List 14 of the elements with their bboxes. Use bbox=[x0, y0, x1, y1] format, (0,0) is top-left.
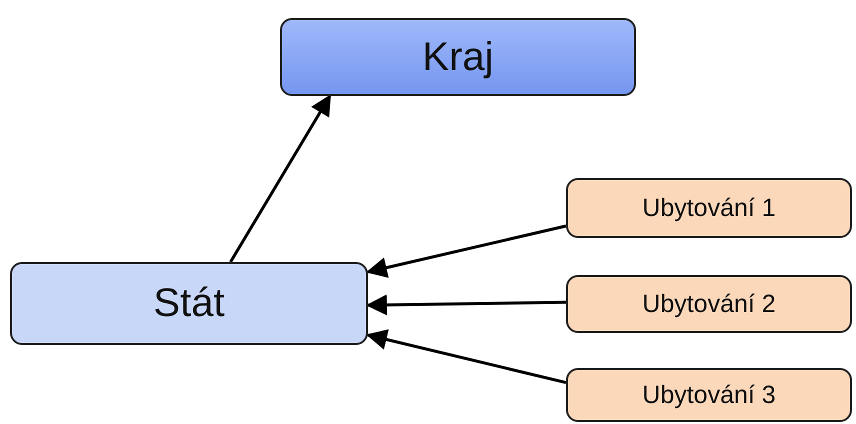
entity-box bbox=[280, 18, 636, 96]
entity-box bbox=[10, 262, 368, 345]
arrow bbox=[366, 224, 566, 278]
box-label: Stát bbox=[153, 281, 225, 326]
box-label: Ubytování 2 bbox=[642, 290, 776, 318]
box-label: Ubytování 1 bbox=[642, 194, 776, 222]
entity-box bbox=[566, 178, 852, 238]
arrow bbox=[366, 329, 566, 384]
entity-box bbox=[566, 275, 852, 333]
arrow bbox=[229, 94, 332, 263]
arrow bbox=[366, 294, 566, 316]
box-label: Ubytování 3 bbox=[642, 380, 776, 410]
box-label: Kraj bbox=[422, 34, 494, 80]
entity-box bbox=[566, 368, 852, 422]
